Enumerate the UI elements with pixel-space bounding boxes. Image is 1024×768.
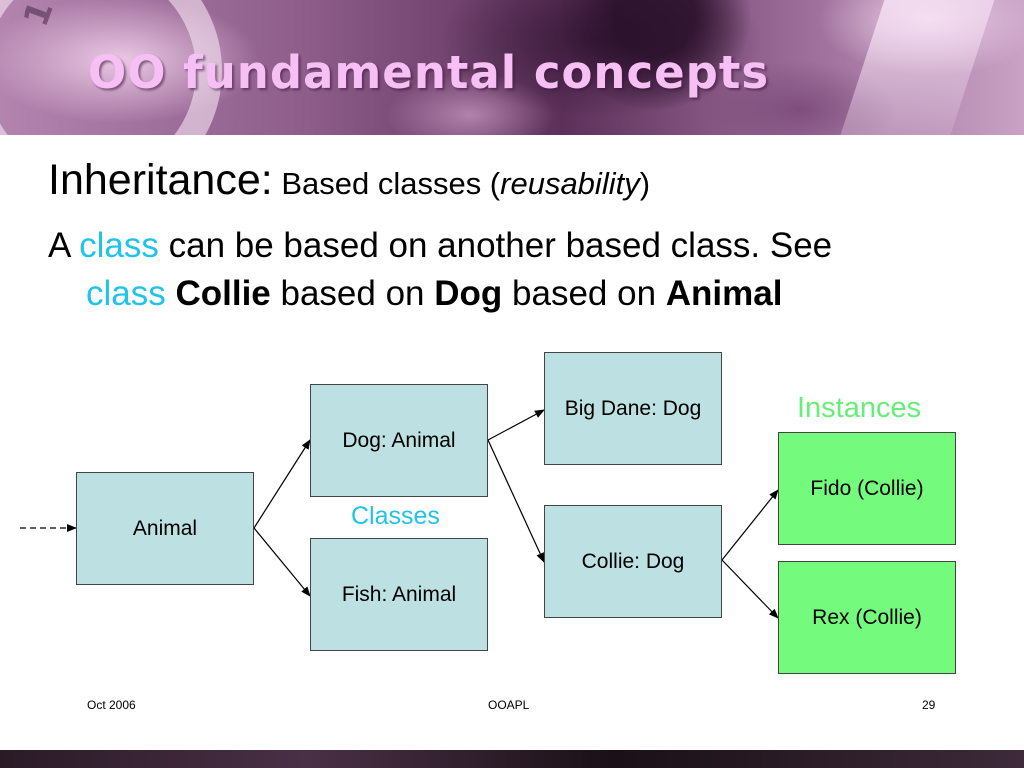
instances-label: Instances bbox=[797, 392, 922, 424]
para-based-on-2: based on bbox=[502, 274, 666, 313]
class-box-animal: Animal bbox=[76, 472, 254, 585]
title-banner: 1 20 OO fundamental concepts bbox=[0, 0, 1024, 135]
class-box-collie-label: Collie: Dog bbox=[581, 549, 685, 573]
bottom-band bbox=[0, 750, 1024, 768]
blade-decoration bbox=[829, 0, 1001, 135]
paragraph-line-1: A class can be based on another based cl… bbox=[48, 222, 978, 270]
arrow-dog-to-collie bbox=[487, 439, 545, 563]
instance-box-rex: Rex (Collie) bbox=[778, 561, 956, 674]
inheritance-paragraph: A class can be based on another based cl… bbox=[48, 222, 978, 318]
class-box-animal-label: Animal bbox=[132, 516, 198, 540]
inheritance-heading: Inheritance: Based classes (reusability) bbox=[48, 156, 650, 205]
subheading-post: ) bbox=[639, 166, 651, 201]
arrow-animal-to-dog bbox=[253, 439, 311, 529]
para-animal: Animal bbox=[665, 274, 783, 313]
para-dog: Dog bbox=[434, 274, 503, 313]
footer-center-text: OOAPL bbox=[488, 698, 530, 712]
class-box-bigdane-label: Big Dane: Dog bbox=[564, 396, 702, 420]
paragraph-line-2: class Collie based on Dog based on Anima… bbox=[48, 270, 978, 318]
arrow-collie-to-rex bbox=[721, 559, 779, 619]
arrow-dog-to-bigdane bbox=[487, 409, 545, 441]
class-box-dog: Dog: Animal bbox=[310, 384, 488, 497]
subheading-pre: Based classes ( bbox=[272, 166, 501, 201]
para-collie: Collie bbox=[175, 274, 271, 313]
heading-subtext: Based classes (reusability) bbox=[273, 166, 650, 201]
subheading-emphasis: reusability bbox=[500, 166, 640, 201]
class-box-collie: Collie: Dog bbox=[544, 505, 722, 618]
para-class-word: class bbox=[79, 226, 159, 265]
para-class-word-2: class bbox=[86, 274, 166, 313]
instance-box-fido-label: Fido (Collie) bbox=[810, 476, 924, 500]
para-based-on-1: based on bbox=[270, 274, 435, 313]
instance-box-rex-label: Rex (Collie) bbox=[812, 605, 922, 629]
footer-page-number: 29 bbox=[922, 698, 936, 712]
slide-title: OO fundamental concepts bbox=[88, 46, 770, 99]
class-box-dog-label: Dog: Animal bbox=[342, 428, 456, 452]
arrow-collie-to-fido bbox=[721, 489, 779, 561]
class-box-fish: Fish: Animal bbox=[310, 538, 488, 651]
class-box-fish-label: Fish: Animal bbox=[341, 582, 457, 606]
instance-box-fido: Fido (Collie) bbox=[778, 432, 956, 545]
arrow-animal-to-fish bbox=[253, 527, 311, 597]
para-a: A bbox=[48, 226, 80, 265]
class-box-bigdane: Big Dane: Dog bbox=[544, 352, 722, 465]
classes-label: Classes bbox=[351, 502, 440, 530]
footer-date: Oct 2006 bbox=[87, 698, 136, 712]
heading-text: Inheritance: bbox=[48, 156, 273, 204]
para-text1: can be based on another based class. See bbox=[158, 226, 833, 265]
